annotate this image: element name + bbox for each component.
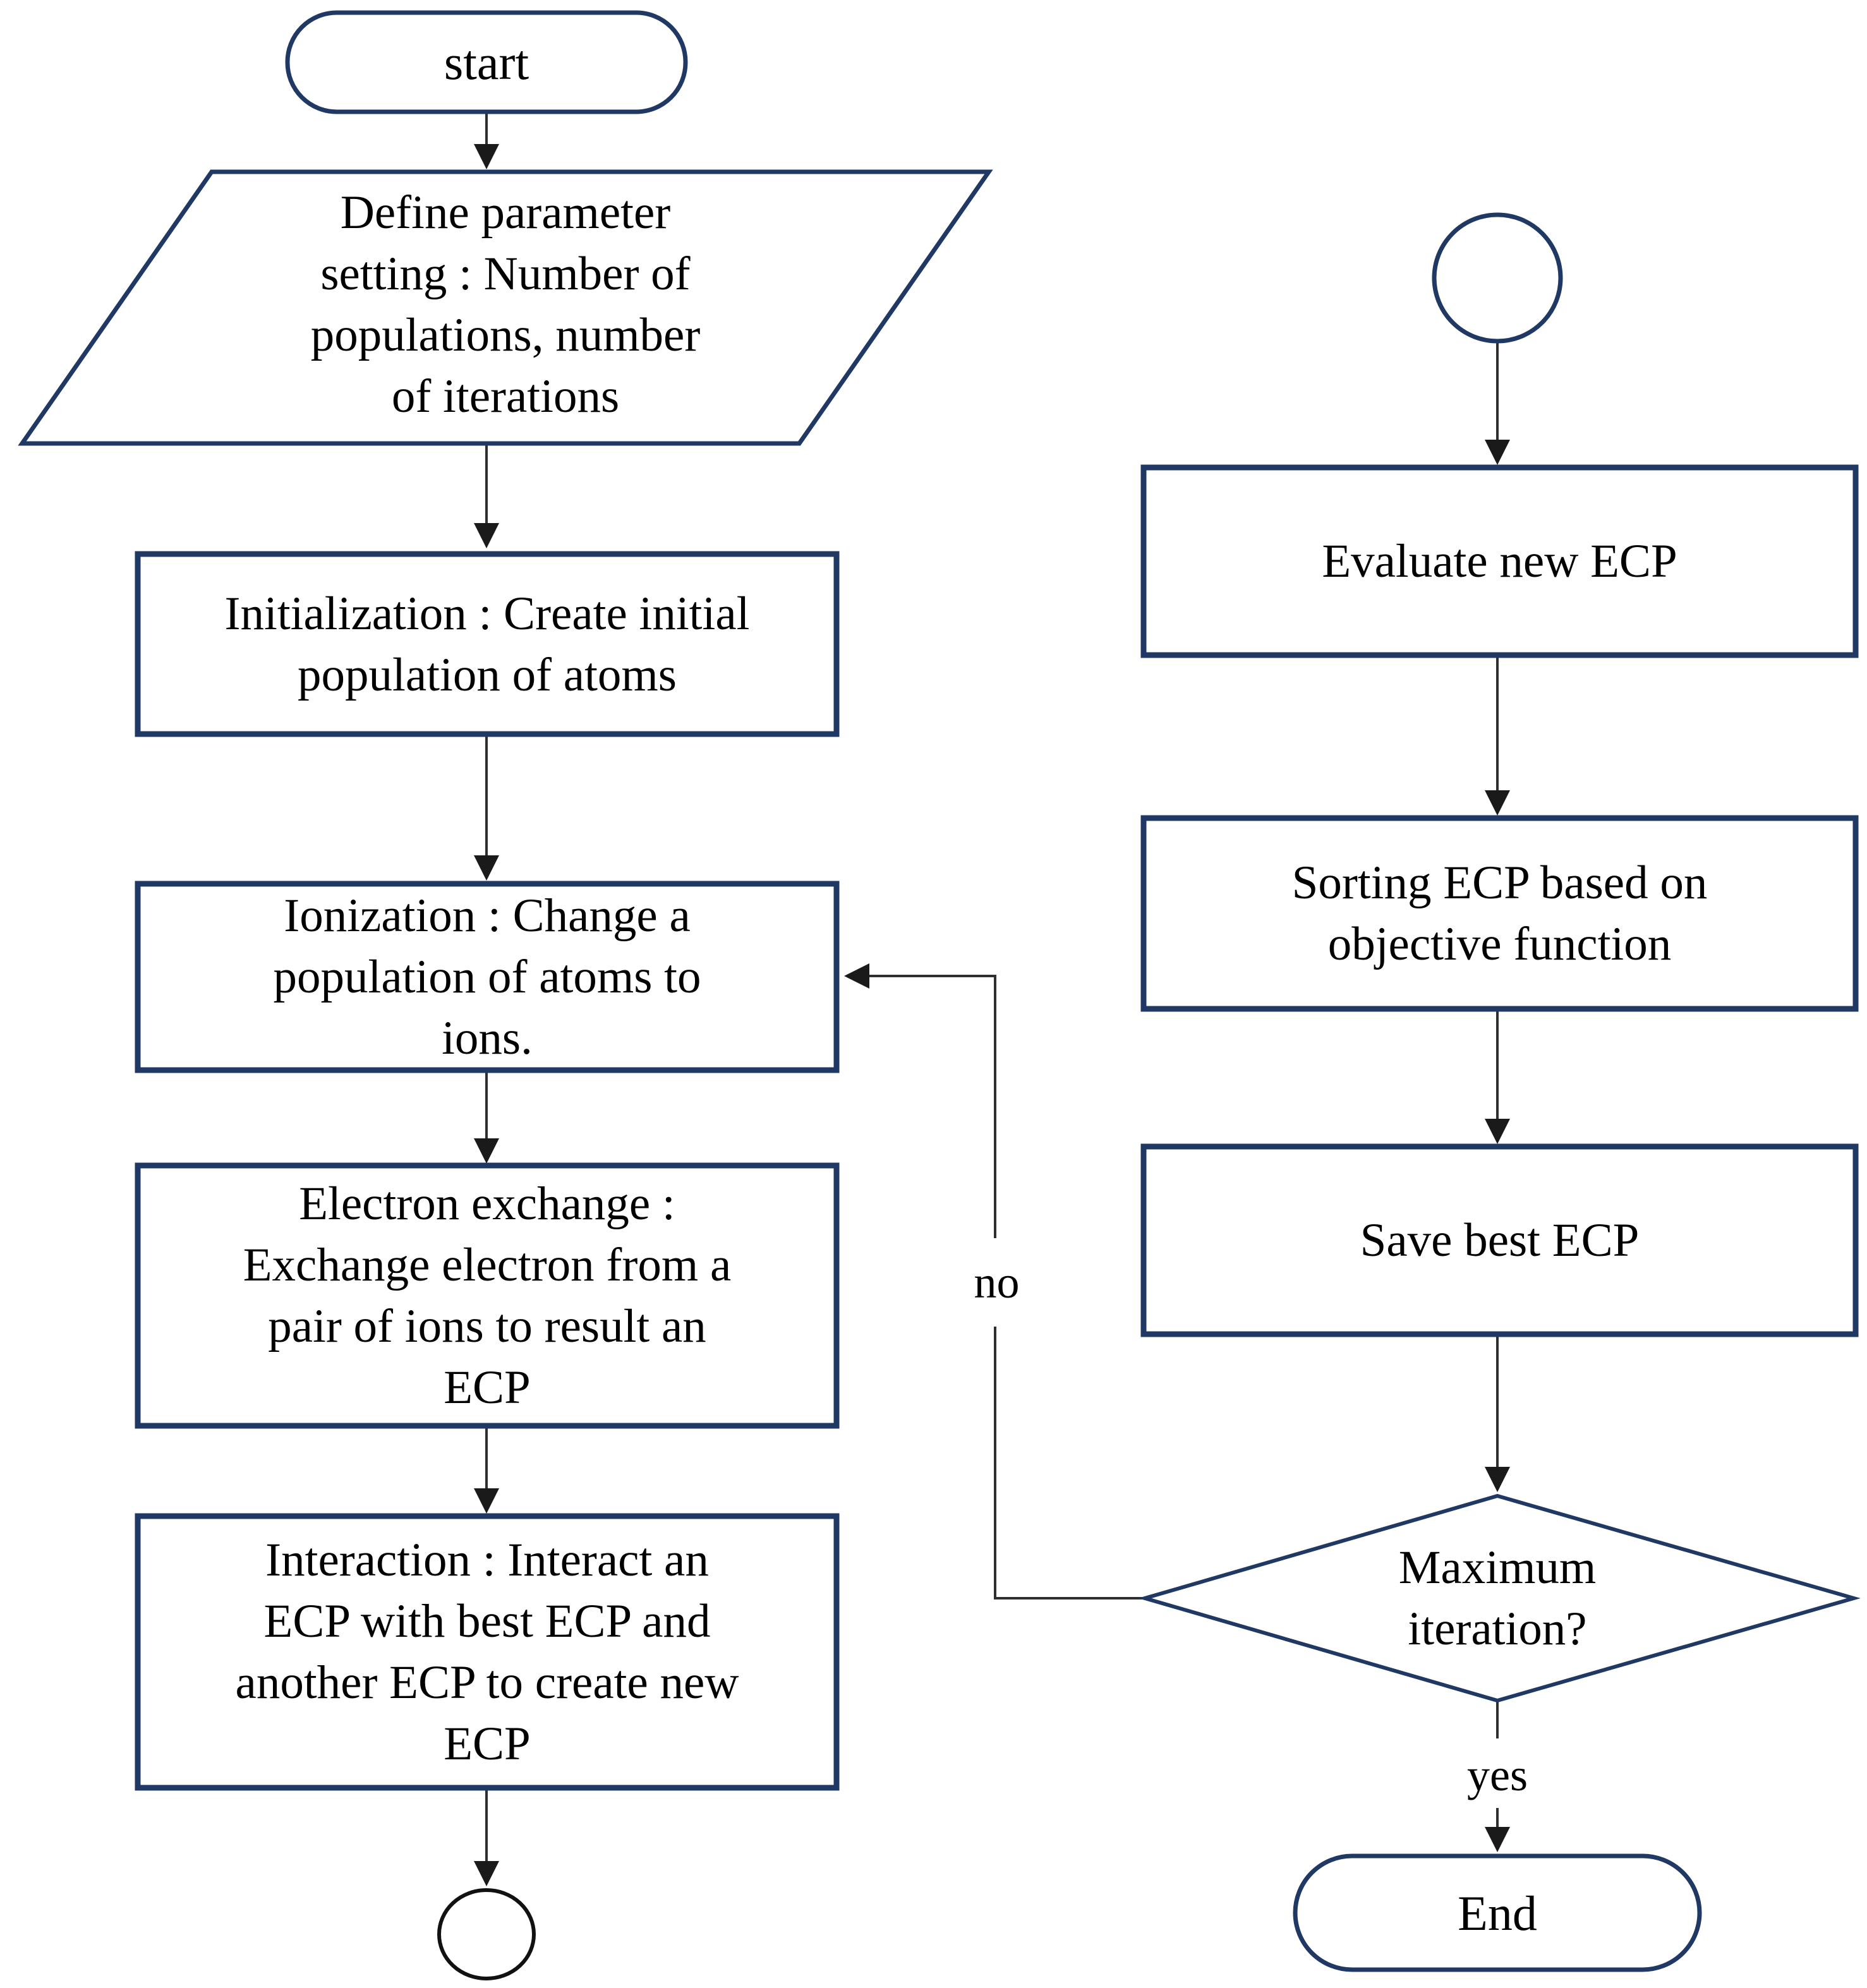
ionization-shape [135,881,840,1073]
evaluate-shape [1140,464,1859,658]
interaction-shape [135,1513,840,1791]
offpage-connector-left-circle [437,1888,536,1980]
sorting-shape [1140,815,1859,1012]
initialization-shape [135,551,840,737]
decision-diamond-shape [1138,1493,1861,1703]
define-parameters-shape [18,169,993,446]
edge-decision-no-lower [994,1327,1145,1599]
start-node-shape [285,10,688,114]
save-best-shape [1140,1143,1859,1337]
electron-exchange-shape [135,1162,840,1429]
offpage-connector-right-circle [1432,212,1563,344]
end-node-shape [1293,1853,1702,1972]
edge-decision-no-upper [844,963,996,1238]
